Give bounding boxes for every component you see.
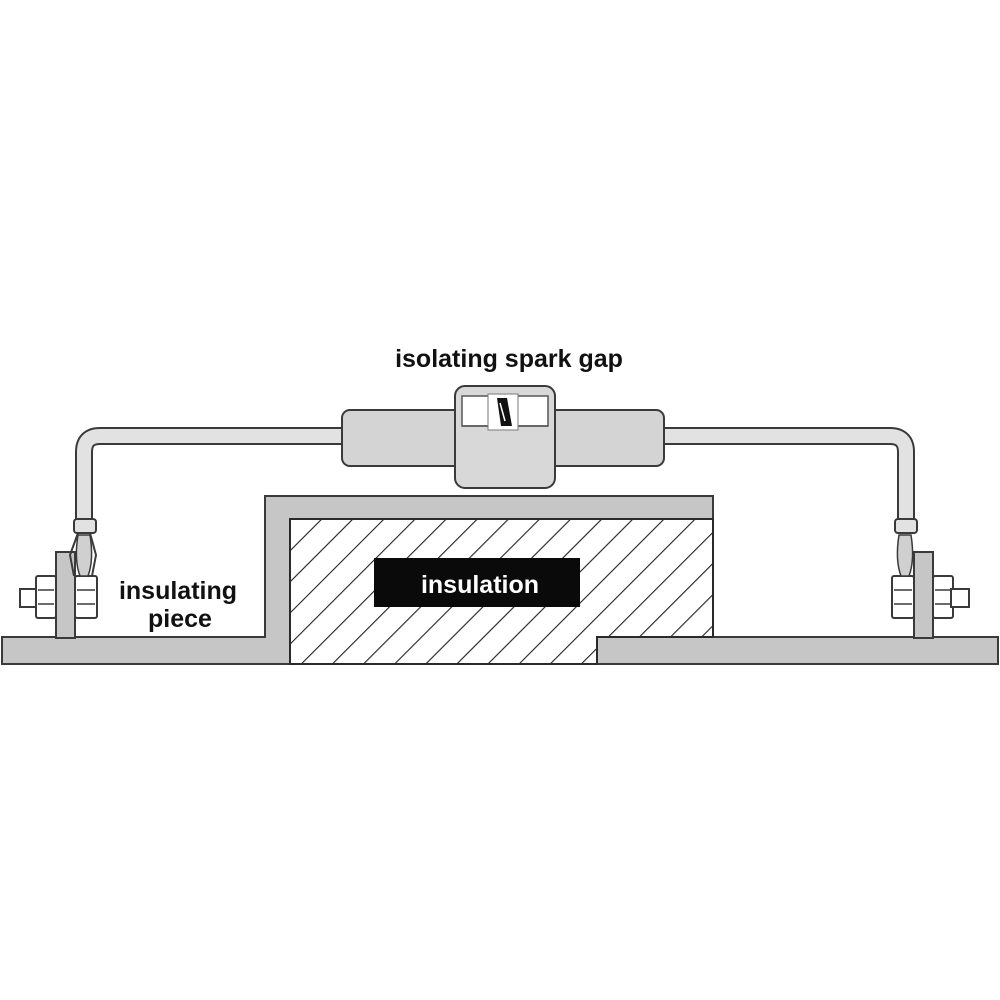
right-bolt-nut-icon [891, 575, 970, 619]
isolating-spark-gap-device [341, 385, 665, 489]
left-cable [68, 427, 345, 577]
spark-gap-window-icon [487, 393, 519, 431]
right-flange-plate [596, 636, 999, 665]
insulation-label: insulation [421, 571, 539, 599]
insulating-piece-label-line2: piece [148, 605, 212, 633]
right-terminal-tab [913, 551, 934, 639]
insulation-label-box [374, 558, 580, 607]
right-cable [664, 427, 918, 577]
left-bolt-nut-icon [19, 575, 98, 619]
spark-gap-label: isolating spark gap [395, 345, 623, 373]
insulating-piece-label-line1: insulating [119, 577, 237, 605]
